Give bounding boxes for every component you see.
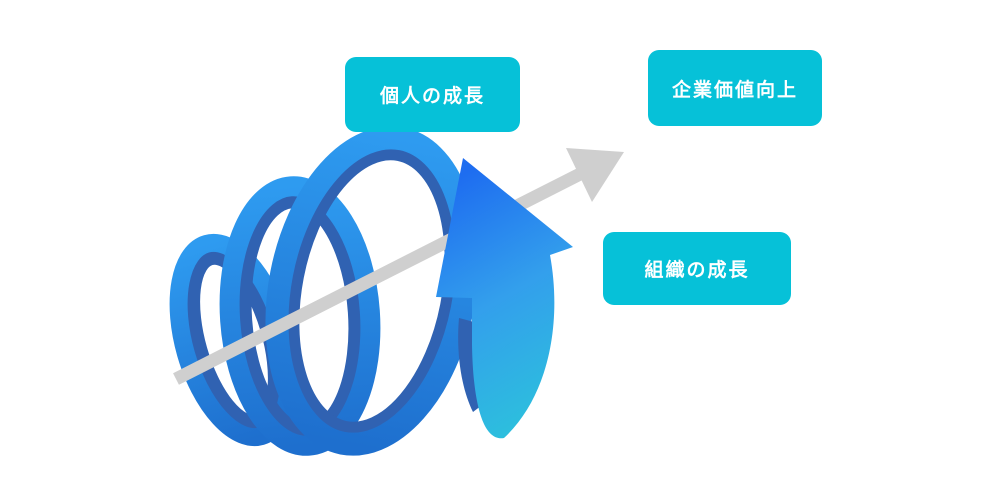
spiral-loop2	[219, 176, 381, 456]
trend-axis-arrowhead-icon	[566, 148, 624, 202]
spiral-loop3	[265, 126, 479, 456]
label-personal-growth: 個人の成長	[345, 57, 520, 132]
spiral-loop3-inner	[280, 141, 464, 441]
spiral-coil	[169, 126, 479, 456]
spiral-arrow	[436, 158, 573, 439]
label-organizational-growth: 組織の成長	[603, 232, 791, 305]
spiral-arrowhead-icon	[436, 158, 573, 439]
label-corporate-value-up: 企業価値向上	[648, 50, 822, 126]
